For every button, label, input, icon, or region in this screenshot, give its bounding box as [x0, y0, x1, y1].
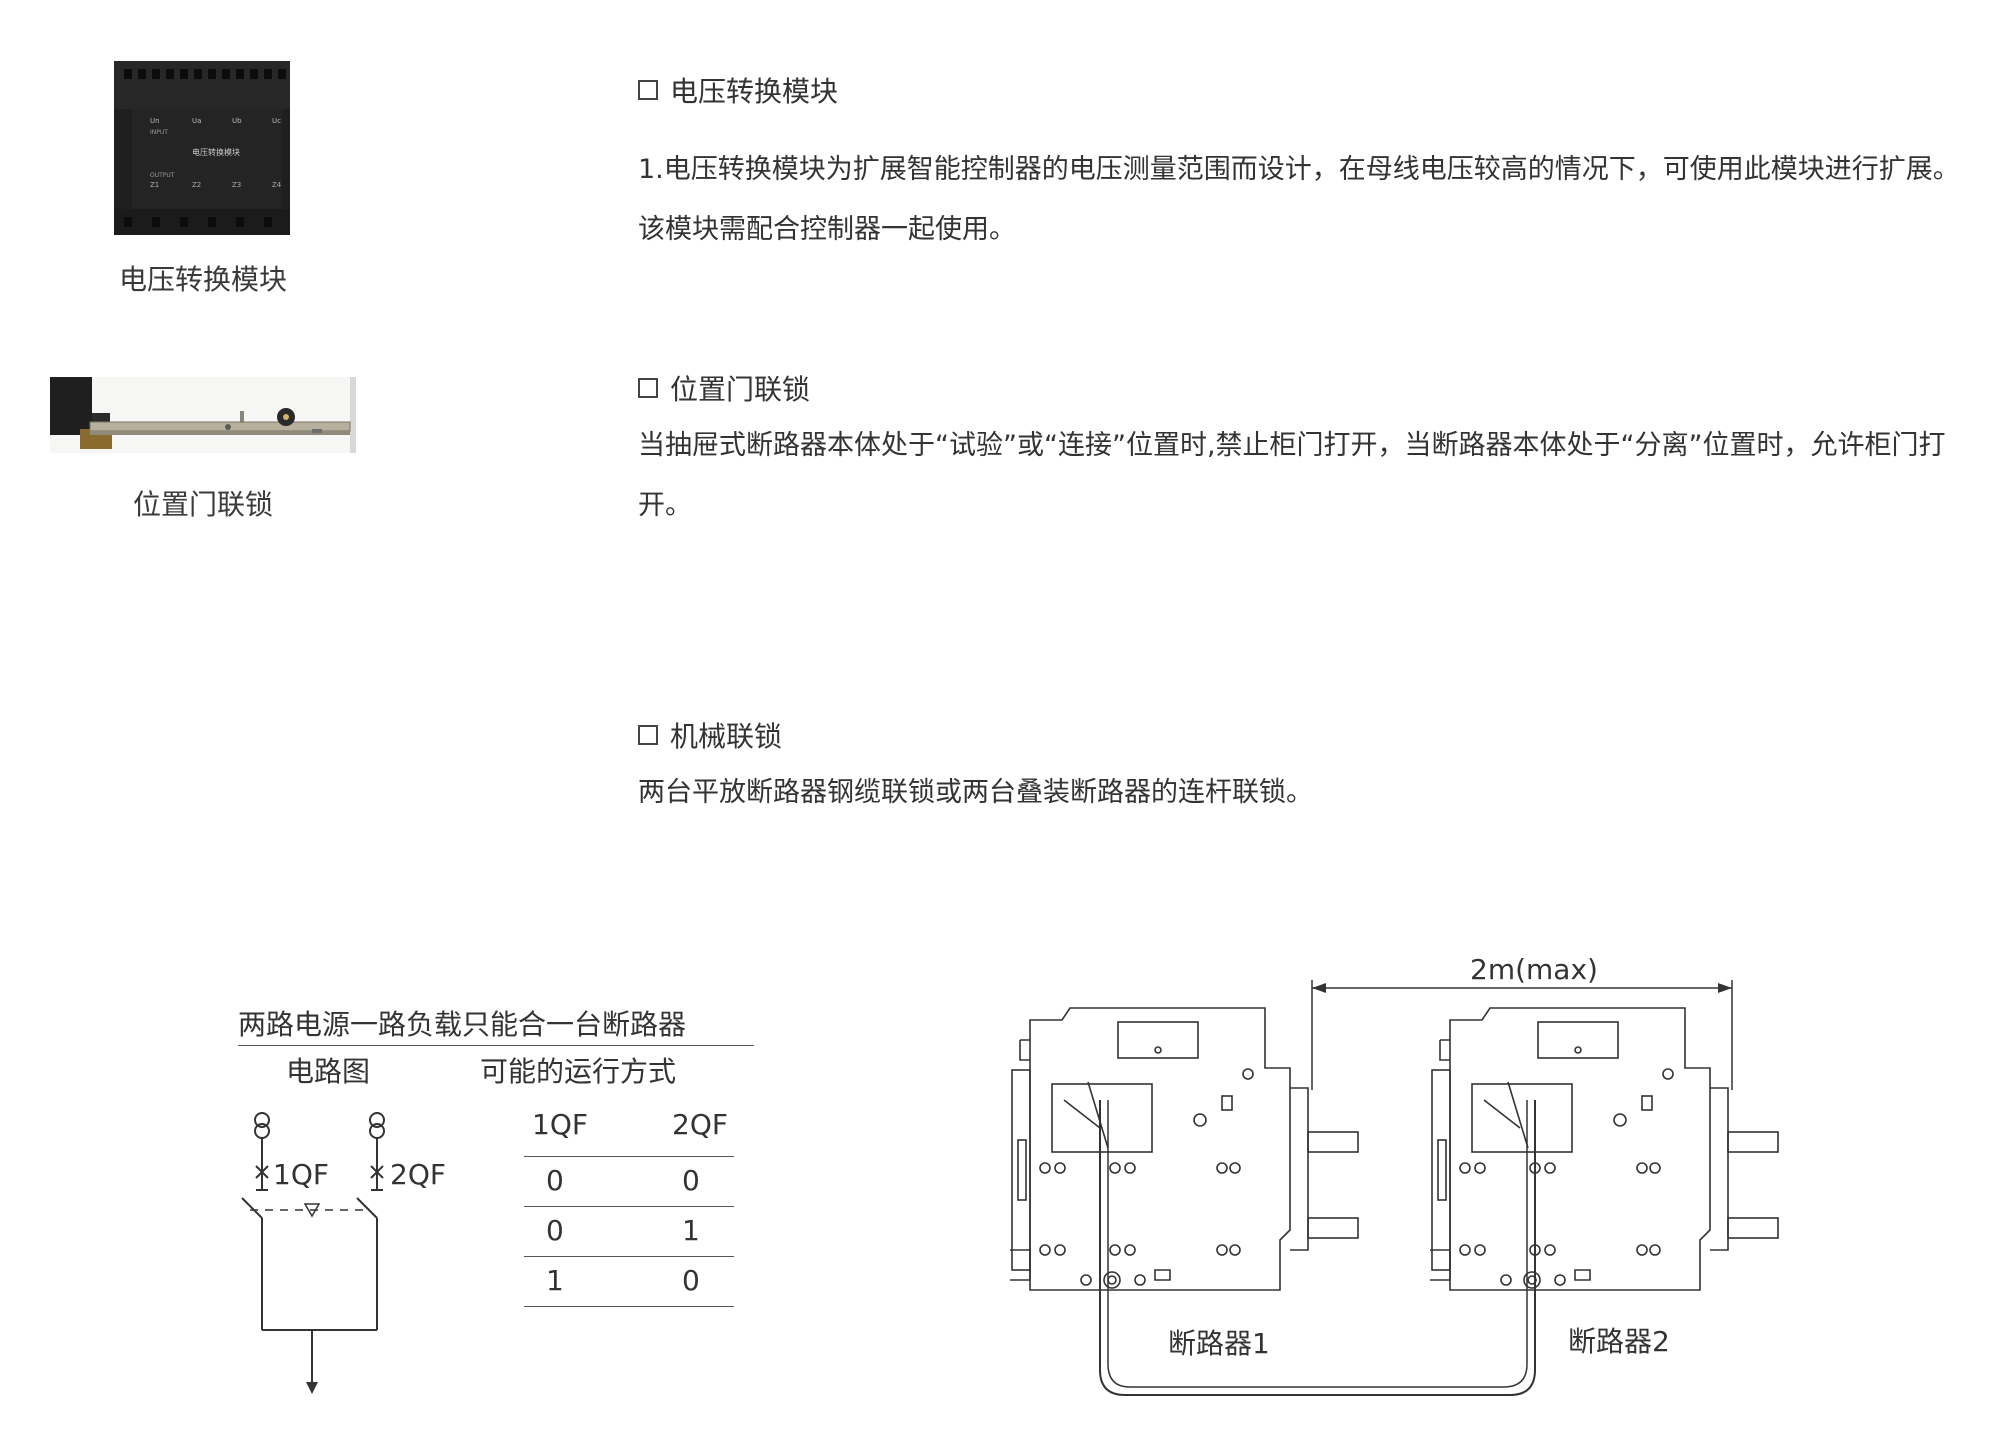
position-lock-drawing	[50, 377, 356, 453]
diagram-title-rule	[238, 1045, 754, 1046]
section-position-lock-title: 位置门联锁	[638, 368, 810, 408]
breaker-1-label: 1QF	[273, 1158, 329, 1191]
table-cell: 1	[682, 1214, 700, 1247]
module-label-z4: Z4	[272, 181, 282, 189]
table-rule	[524, 1256, 734, 1257]
module-label-z2: Z2	[192, 181, 201, 189]
interlock-svg	[1009, 980, 1779, 1396]
module-label-un: Un	[150, 117, 160, 125]
section-title-text: 电压转换模块	[670, 75, 839, 108]
checkbox-icon	[638, 725, 658, 745]
table-col-1qf: 1QF	[532, 1108, 588, 1141]
circuit-drawing	[241, 1112, 385, 1394]
interlock-breaker-1-label: 断路器1	[1168, 1327, 1270, 1360]
section-title-text: 机械联锁	[670, 720, 783, 753]
diagram-title: 两路电源一路负载只能合一台断路器	[238, 1008, 687, 1041]
section-voltage-module-body: 1.电压转换模块为扩展智能控制器的电压测量范围而设计，在母线电压较高的情况下，可…	[638, 154, 1960, 245]
table-cell: 0	[546, 1164, 564, 1197]
module-label-output: OUTPUT	[150, 172, 175, 179]
table-col-2qf: 2QF	[672, 1108, 728, 1141]
distance-label: 2m(max)	[1470, 953, 1598, 986]
voltage-module-drawing: Un Ua Ub Uc INPUT 电压转换模块 OUTPUT Z1 Z2 Z3…	[114, 61, 290, 235]
table-cell: 1	[546, 1264, 564, 1297]
table-rule	[524, 1306, 734, 1307]
table-rule	[524, 1156, 734, 1157]
checkbox-icon	[638, 80, 658, 100]
interlock-breaker-2-label: 断路器2	[1568, 1325, 1670, 1358]
table-cell: 0	[682, 1264, 700, 1297]
table-rule	[524, 1206, 734, 1207]
section-mechanical-lock-title: 机械联锁	[638, 715, 782, 755]
interlock-drawing	[990, 950, 1810, 1400]
voltage-module-caption: 电压转换模块	[118, 263, 287, 296]
module-label-name: 电压转换模块	[192, 147, 240, 157]
breaker-2-label: 2QF	[390, 1158, 446, 1191]
table-cell: 0	[682, 1164, 700, 1197]
table-cell: 0	[546, 1214, 564, 1247]
position-lock-image	[50, 377, 356, 453]
module-label-ua: Ua	[192, 117, 201, 125]
module-label-uc: Uc	[272, 117, 281, 125]
checkbox-icon	[638, 378, 658, 398]
voltage-module-image: Un Ua Ub Uc INPUT 电压转换模块 OUTPUT Z1 Z2 Z3…	[112, 55, 294, 240]
modes-table: 1QF 2QF 0 0 0 1 1 0	[524, 1108, 734, 1308]
modes-header: 可能的运行方式	[480, 1055, 677, 1088]
circuit-diagram	[230, 1100, 450, 1400]
section-position-lock-body: 当抽屉式断路器本体处于“试验”或“连接”位置时,禁止柜门打开，当断路器本体处于“…	[638, 430, 1946, 521]
section-mechanical-lock-body: 两台平放断路器钢缆联锁或两台叠装断路器的连杆联锁。	[638, 777, 1313, 808]
circuit-header: 电路图	[286, 1055, 371, 1088]
module-label-ub: Ub	[232, 117, 242, 125]
section-voltage-module-title: 电压转换模块	[638, 70, 838, 110]
module-label-input: INPUT	[150, 129, 168, 136]
module-label-z1: Z1	[150, 181, 159, 189]
section-title-text: 位置门联锁	[670, 373, 811, 406]
module-label-z3: Z3	[232, 181, 241, 189]
position-lock-caption: 位置门联锁	[132, 488, 273, 521]
